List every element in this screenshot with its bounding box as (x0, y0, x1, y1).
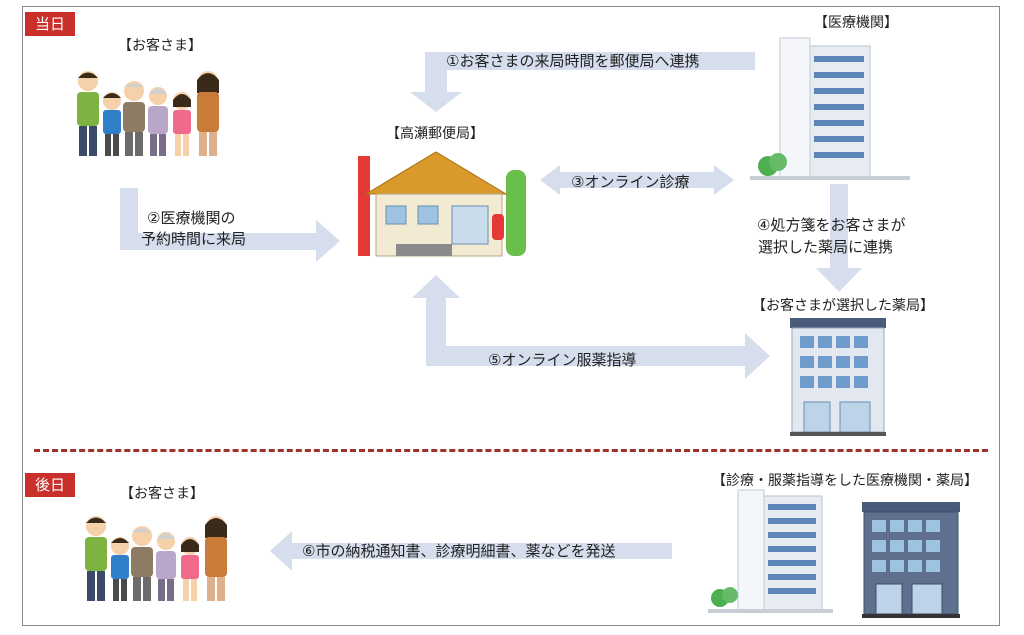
step1-text: ①お客さまの来局時間を郵便局へ連携 (446, 52, 700, 70)
later-badge: 後日 (25, 473, 76, 497)
chosen-pharmacy-label: 【お客さまが選択した薬局】 (752, 298, 934, 314)
step6-text: ⑥市の納税通知書、診療明細書、薬などを発送 (302, 542, 616, 560)
section-divider (34, 449, 988, 452)
step2-text-line2: 予約時間に来局 (141, 230, 247, 248)
med-and-pharmacy-label: 【診療・服薬指導をした医療機関・薬局】 (712, 473, 978, 489)
hospital-building-bottom-icon (708, 489, 833, 613)
step5-text: ⑤オンライン服薬指導 (488, 351, 637, 369)
step4-text-line1: ④処方箋をお客さまが (757, 216, 906, 234)
post-office-building-icon (358, 151, 526, 257)
pharmacy-building-bottom-icon (862, 502, 960, 618)
step3-text: ③オンライン診療 (571, 173, 690, 191)
hospital-building-icon (750, 37, 910, 180)
post-office-label: 【高瀬郵便局】 (386, 126, 484, 142)
family-illustration-bottom (85, 516, 227, 601)
medical-institution-label: 【医療機関】 (814, 15, 898, 31)
customers-bottom-label: 【お客さま】 (120, 486, 204, 502)
step4-text-line2: 選択した薬局に連携 (758, 238, 894, 256)
step2-text-line1: ②医療機関の (147, 209, 236, 227)
today-badge: 当日 (25, 12, 76, 36)
customers-top-label: 【お客さま】 (118, 38, 202, 54)
family-illustration-top (77, 71, 219, 156)
pharmacy-building-icon (790, 318, 886, 436)
